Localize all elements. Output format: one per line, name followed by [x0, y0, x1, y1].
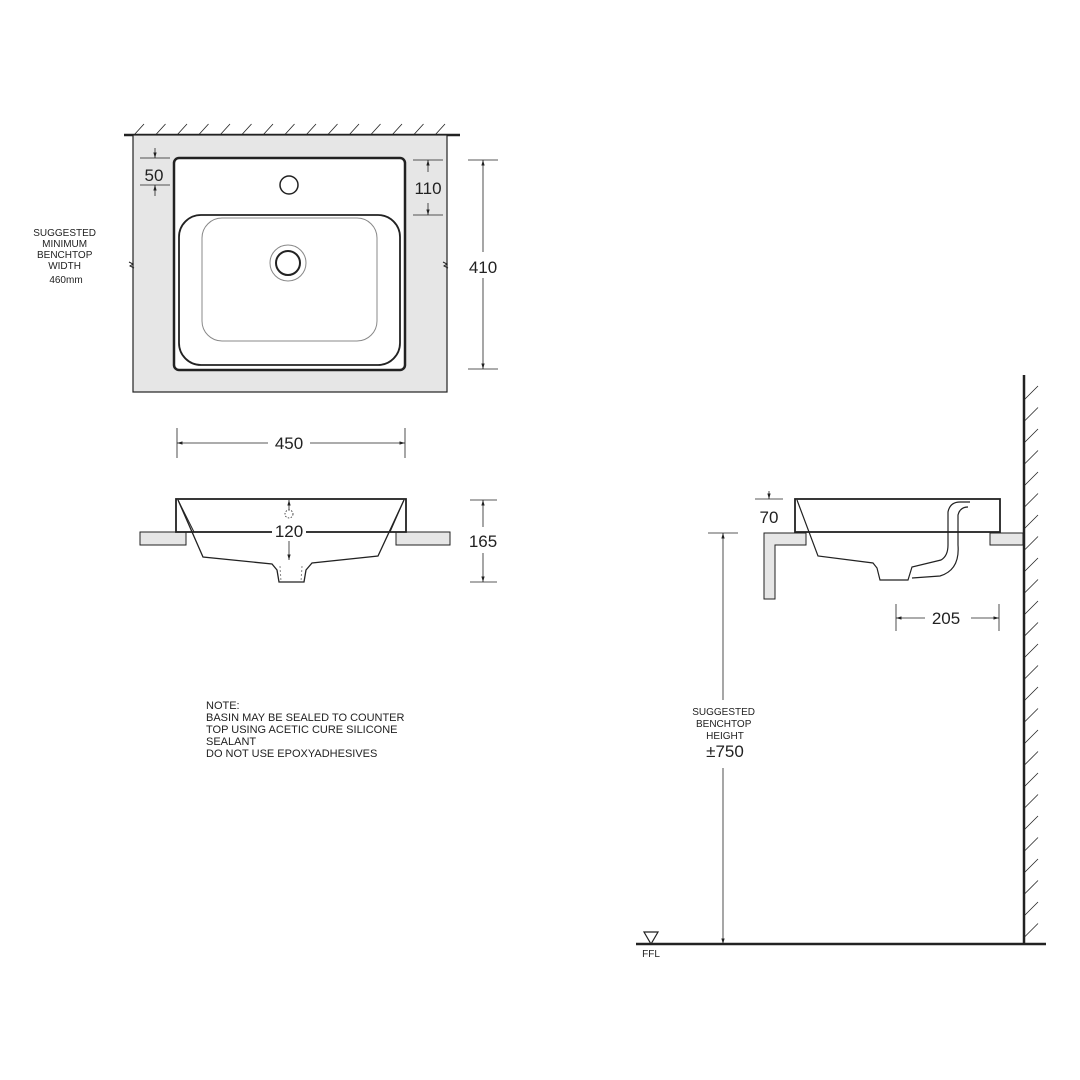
dim-410: 410 [468, 159, 498, 370]
hatch-line [1023, 665, 1039, 680]
overflow-icon [284, 509, 294, 519]
hatch-line [1023, 450, 1039, 465]
plan-view: 50 110 410 450 SUGGESTED MINIMU [33, 123, 498, 458]
hatch-line [1023, 643, 1039, 659]
hatch-line [348, 123, 360, 136]
hatch-line [1023, 622, 1039, 637]
hatch-line [1023, 514, 1039, 530]
hatch-line [391, 123, 403, 136]
hatch-line [219, 123, 231, 136]
dim-70: 70 [755, 491, 783, 527]
dim-50: 50 [140, 148, 170, 196]
hatch-line [370, 123, 381, 136]
dim-165: 165 [469, 499, 497, 583]
hatch-line [284, 123, 295, 136]
hatch-line [262, 123, 274, 136]
hatch-line [1023, 407, 1039, 422]
dim-450: 450 [176, 428, 406, 458]
hatch-line [1023, 428, 1039, 444]
tap-hole [279, 175, 299, 195]
dim-50-label: 50 [145, 166, 164, 185]
benchtop-height-note: SUGGESTED BENCHTOP HEIGHT [692, 707, 758, 742]
hatch-line [1023, 923, 1039, 938]
dim-70-label: 70 [760, 508, 779, 527]
benchtop-height-value: ±750 [706, 742, 744, 761]
hatch-line [1023, 708, 1039, 723]
dim-410-label: 410 [469, 258, 497, 277]
hatch-line [1023, 751, 1039, 766]
dim-120-label: 120 [275, 522, 303, 541]
hatch-line [327, 123, 338, 136]
dim-205: 205 [895, 604, 1000, 631]
drain-outer [269, 244, 307, 282]
hatch-line [1023, 880, 1039, 895]
bench-bracket [763, 532, 807, 600]
hatch-line [1023, 536, 1039, 551]
wall-hatch-side [1023, 385, 1039, 938]
hatch-line [1023, 557, 1039, 573]
hatch-line [434, 123, 446, 136]
side-elevation: FFL 70 205 SUGGESTED BENCHTOP HEIGHT [636, 375, 1046, 960]
front-elevation: 120 165 [139, 498, 497, 583]
hatch-line [1023, 901, 1039, 917]
hatch-line [198, 123, 209, 136]
dim-110: 110 [413, 159, 443, 216]
ffl-marker-icon [642, 931, 660, 946]
hatch-line [305, 123, 317, 136]
hatch-line [1023, 815, 1039, 831]
break-marks [128, 261, 449, 269]
wall-hatch-top [133, 123, 446, 136]
drain [275, 250, 301, 276]
ffl-label: FFL [642, 949, 660, 960]
waste-pipe [911, 506, 969, 579]
dim-205-label: 205 [932, 609, 960, 628]
dim-165-label: 165 [469, 532, 497, 551]
hatch-line [1023, 493, 1039, 508]
hatch-line [1023, 858, 1039, 874]
dim-benchtop-height: SUGGESTED BENCHTOP HEIGHT ±750 [692, 532, 758, 944]
dim-450-label: 450 [275, 434, 303, 453]
side-bowl-profile [796, 499, 970, 581]
hatch-line [1023, 729, 1039, 745]
benchtop-width-note: SUGGESTED MINIMUM BENCHTOP WIDTH 460mm [33, 228, 99, 286]
counter-right [395, 531, 451, 546]
bowl-inner [201, 217, 378, 342]
bowl-rim [178, 214, 401, 366]
installation-note: NOTE: BASIN MAY BE SEALED TO COUNTER TOP… [206, 700, 408, 760]
hatch-line [1023, 772, 1039, 788]
hatch-line [133, 123, 145, 136]
dim-110-label: 110 [414, 179, 441, 198]
hatch-line [241, 123, 252, 136]
hatch-line [1023, 686, 1039, 702]
hatch-line [1023, 794, 1039, 809]
hatch-line [1023, 385, 1039, 401]
hatch-line [176, 123, 188, 136]
counter-wall-side [989, 532, 1024, 546]
hatch-line [1023, 471, 1039, 487]
hatch-line [1023, 579, 1039, 594]
hatch-line [155, 123, 166, 136]
hatch-line [413, 123, 424, 136]
hatch-line [1023, 837, 1039, 852]
counter-left [139, 531, 187, 546]
side-basin-rim [794, 498, 1001, 533]
hatch-line [1023, 600, 1039, 616]
